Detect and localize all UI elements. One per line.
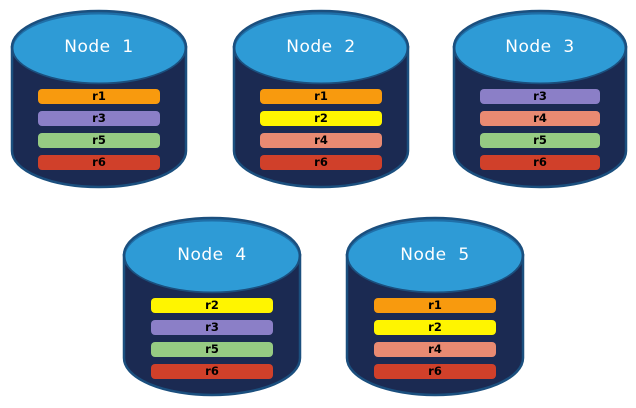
replica-bar: r5	[38, 133, 160, 148]
replica-bar: r3	[151, 320, 273, 335]
cylinder-top-face	[125, 221, 299, 292]
replica-bar: r6	[151, 364, 273, 379]
replica-bar: r3	[480, 89, 600, 104]
replica-bar: r6	[480, 155, 600, 170]
replica-bar: r4	[374, 342, 496, 357]
replica-stack: r2 r3 r5 r6	[122, 298, 302, 379]
replica-bar: r1	[260, 89, 382, 104]
replica-stack: r1 r2 r4 r6	[345, 298, 525, 379]
cylinder-top-face	[455, 14, 625, 83]
replica-bar: r4	[260, 133, 382, 148]
replica-bar: r2	[151, 298, 273, 313]
cylinder-top-face	[348, 221, 522, 292]
replica-bar: r1	[38, 89, 160, 104]
replica-bar: r2	[374, 320, 496, 335]
replica-bar: r2	[260, 111, 382, 126]
replica-bar: r5	[480, 133, 600, 148]
replica-bar: r6	[260, 155, 382, 170]
replica-stack: r1 r2 r4 r6	[232, 89, 410, 170]
replica-bar: r4	[480, 111, 600, 126]
replica-bar: r1	[374, 298, 496, 313]
cylinder-top-face	[13, 14, 185, 83]
cylinder-top-face	[235, 14, 407, 83]
replica-bar: r5	[151, 342, 273, 357]
replica-bar: r3	[38, 111, 160, 126]
replica-stack: r3 r4 r5 r6	[452, 89, 628, 170]
replica-bar: r6	[38, 155, 160, 170]
replica-stack: r1 r3 r5 r6	[10, 89, 188, 170]
cylinder-shape	[232, 9, 410, 189]
replica-bar: r6	[374, 364, 496, 379]
